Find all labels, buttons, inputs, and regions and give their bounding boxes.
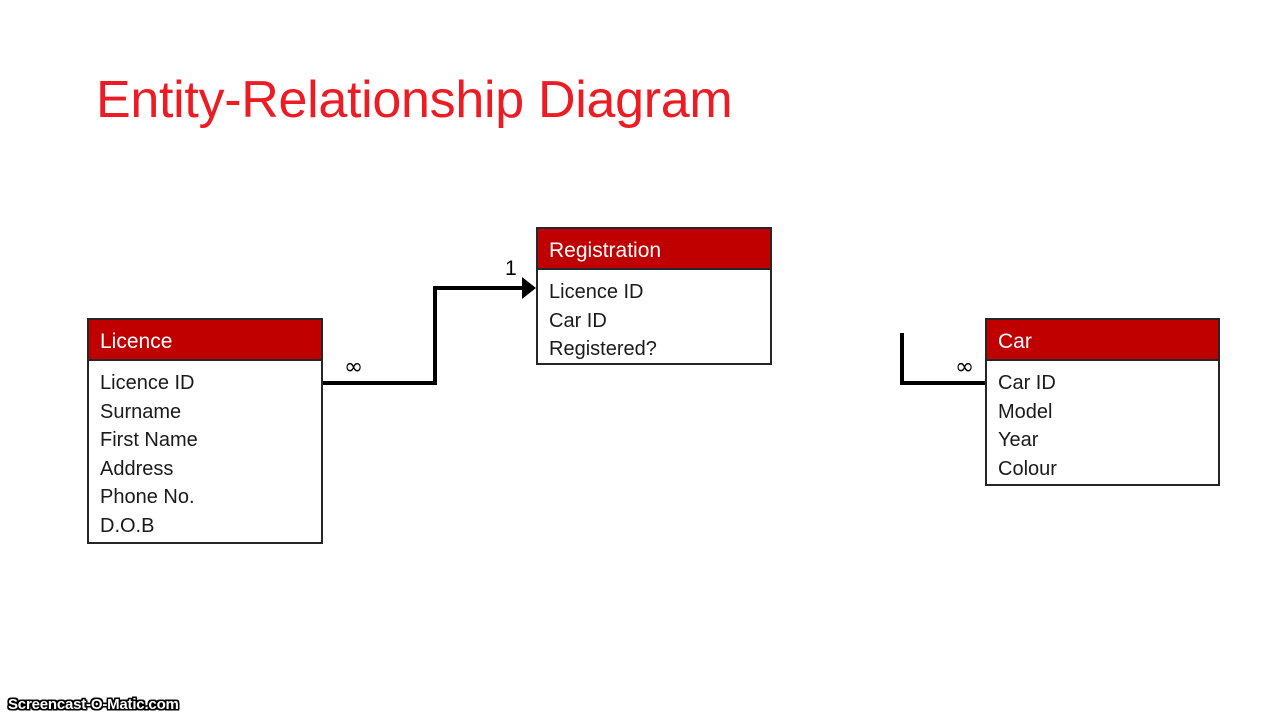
attribute-row: Car ID [998, 372, 1056, 394]
entity-licence-attributes: Licence ID Surname First Name Address Ph… [89, 361, 321, 542]
attribute-row: Surname [100, 400, 182, 423]
page-title: Entity-Relationship Diagram [96, 71, 733, 129]
arrowhead-registration [522, 277, 536, 299]
attribute-row: Phone No. [100, 486, 195, 509]
attribute-row: D.O.B [100, 514, 155, 537]
screencast-watermark: Screencast-O-Matic.com [8, 696, 179, 713]
attribute-row: Model [998, 400, 1053, 423]
attribute-row: First Name [100, 429, 198, 452]
attribute-row: Year [998, 429, 1039, 452]
attribute-row: Colour [998, 457, 1057, 480]
attribute-row: Address [100, 457, 174, 480]
attribute-row: Licence ID [100, 372, 195, 394]
entity-car-title: Car [987, 320, 1218, 361]
cardinality-car-many: ∞ [955, 354, 975, 380]
entity-car-attributes: Car ID Model Year Colour [987, 361, 1218, 484]
entity-registration-attributes: Licence ID Car ID Registered? [538, 270, 770, 363]
entity-registration[interactable]: Registration Licence ID Car ID Registere… [536, 227, 772, 365]
entity-licence-title: Licence [89, 320, 321, 361]
attribute-row: Registered? [549, 338, 657, 361]
cardinality-licence-many: ∞ [344, 354, 364, 380]
attribute-row: Licence ID [549, 281, 644, 303]
entity-licence[interactable]: Licence Licence ID Surname First Name Ad… [87, 318, 323, 544]
attribute-row: Car ID [549, 309, 607, 332]
entity-registration-title: Registration [538, 229, 770, 270]
cardinality-registration-one: 1 [505, 257, 517, 280]
entity-car[interactable]: Car Car ID Model Year Colour [985, 318, 1220, 486]
